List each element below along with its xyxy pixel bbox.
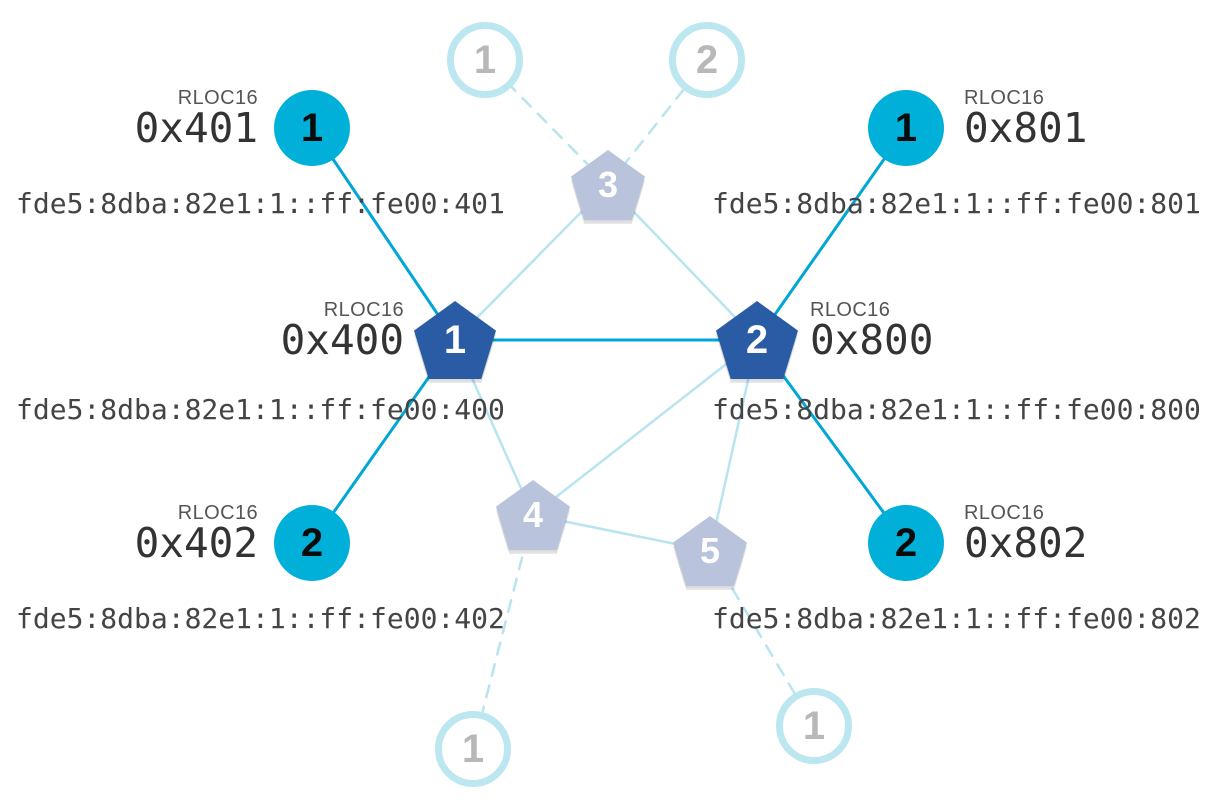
rloc16-caption-r800: RLOC16 — [810, 299, 891, 321]
node-d401[interactable]: 1 — [274, 90, 350, 166]
rloc16-caption-d801: RLOC16 — [964, 87, 1045, 109]
ipv6-address-d801: fde5:8dba:82e1:1::ff:fe00:801 — [712, 187, 1201, 220]
rloc16-value-d401: 0x401 — [134, 104, 258, 152]
node-c_br[interactable]: 1 — [776, 688, 852, 764]
router-node-r4-inactive[interactable]: 4 — [496, 480, 570, 550]
node-c_tl[interactable]: 1 — [447, 22, 523, 98]
rloc16-caption-d401: RLOC16 — [177, 87, 258, 109]
rloc16-caption-d402: RLOC16 — [177, 502, 258, 524]
link-d801-to-r800 — [755, 126, 908, 342]
rloc16-value-r400: 0x400 — [280, 316, 404, 364]
ipv6-address-d402: fde5:8dba:82e1:1::ff:fe00:402 — [16, 602, 505, 635]
rloc16-caption-d802: RLOC16 — [964, 502, 1045, 524]
node-r800[interactable]: 2 — [716, 301, 798, 379]
link-d401-to-r400 — [310, 126, 457, 342]
device-node-0x402[interactable]: 2 — [274, 505, 350, 581]
link-r800-to-r4 — [531, 338, 759, 517]
node-r5[interactable]: 5 — [673, 516, 747, 586]
device-node-c_tl-inactive[interactable]: 1 — [447, 22, 523, 98]
router-node-0x400[interactable]: 1 — [414, 301, 496, 379]
node-d801[interactable]: 1 — [868, 90, 944, 166]
ipv6-address-r400: fde5:8dba:82e1:1::ff:fe00:400 — [16, 393, 505, 426]
router-node-r5-inactive[interactable]: 5 — [673, 516, 747, 586]
ipv6-address-r800: fde5:8dba:82e1:1::ff:fe00:800 — [712, 393, 1201, 426]
rloc16-value-r800: 0x800 — [810, 316, 934, 364]
router-node-0x800[interactable]: 2 — [716, 301, 798, 379]
node-r3[interactable]: 3 — [571, 150, 645, 220]
link-r3-to-c_tl — [483, 58, 610, 187]
rloc16-value-d802: 0x802 — [964, 519, 1088, 567]
node-d402[interactable]: 2 — [274, 505, 350, 581]
device-node-c_tr-inactive[interactable]: 2 — [669, 22, 745, 98]
node-d802[interactable]: 2 — [868, 505, 944, 581]
device-node-c_br-inactive[interactable]: 1 — [776, 688, 852, 764]
device-node-0x401[interactable]: 1 — [274, 90, 350, 166]
node-c_tr[interactable]: 2 — [669, 22, 745, 98]
rloc16-value-d801: 0x801 — [964, 104, 1088, 152]
device-node-c_bl-inactive[interactable]: 1 — [435, 711, 511, 787]
device-node-0x801[interactable]: 1 — [868, 90, 944, 166]
rloc16-value-d402: 0x402 — [134, 519, 258, 567]
link-r4-to-c_bl — [471, 513, 535, 751]
device-node-0x802[interactable]: 2 — [868, 505, 944, 581]
node-r4[interactable]: 4 — [496, 480, 570, 550]
node-c_bl[interactable]: 1 — [435, 711, 511, 787]
ipv6-address-d401: fde5:8dba:82e1:1::ff:fe00:401 — [16, 187, 505, 220]
router-node-r3-inactive[interactable]: 3 — [571, 150, 645, 220]
node-r400[interactable]: 1 — [414, 301, 496, 379]
rloc16-caption-r400: RLOC16 — [323, 299, 404, 321]
ipv6-address-d802: fde5:8dba:82e1:1::ff:fe00:802 — [712, 602, 1201, 635]
